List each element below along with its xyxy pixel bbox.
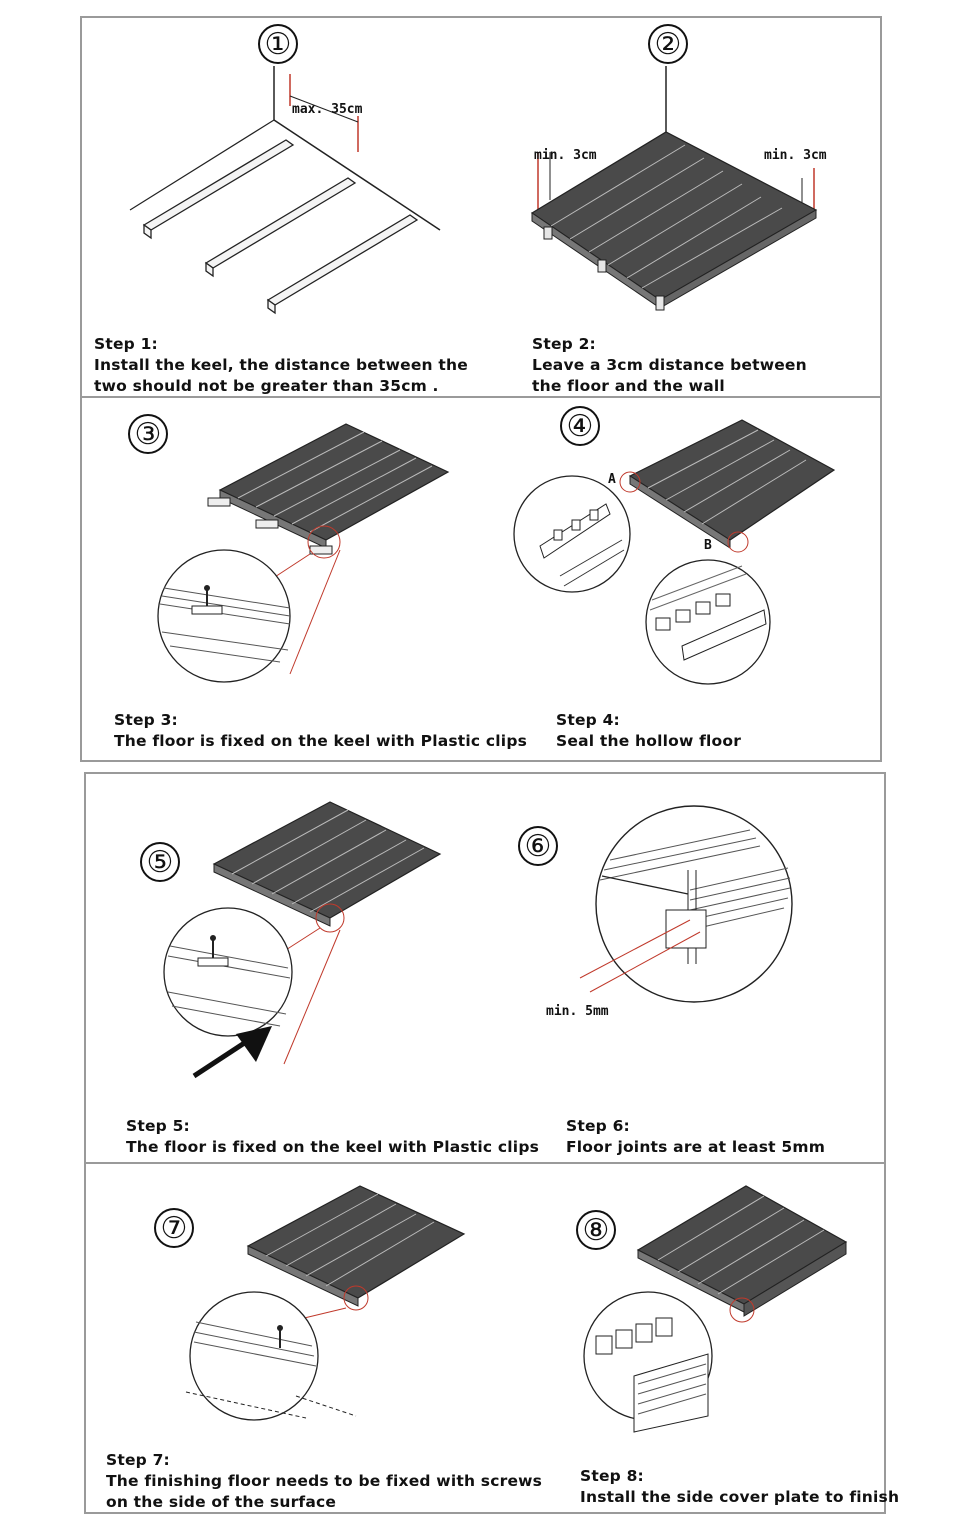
step-1-label: Step 1: [94,335,158,353]
step-7-line-1: The finishing floor needs to be fixed wi… [106,1472,543,1490]
step-2-floor-illustration [530,66,818,311]
step-7-screw-illustration [185,1185,466,1421]
step-4-number: ④ [560,406,600,446]
step-5-caption: Step 5: The floor is fixed on the keel w… [126,1116,539,1158]
step-4-seal-illustration [513,419,836,685]
step-3-label: Step 3: [114,711,178,729]
label-b: B [704,538,712,553]
step-8-cover-plate-illustration [583,1185,848,1433]
step-2-caption: Step 2: Leave a 3cm distance between the… [532,334,807,397]
step-5-clip-illustration [163,801,442,1079]
step-2-line-1: Leave a 3cm distance between [532,356,807,374]
divider-bottom [84,1162,886,1164]
step-6-number: ⑥ [518,826,558,866]
step-4-caption: Step 4: Seal the hollow floor [556,710,741,752]
step-7-caption: Step 7: The finishing floor needs to be … [106,1450,542,1513]
step-3-number: ③ [128,414,168,454]
step-1-caption: Step 1: Install the keel, the distance b… [94,334,468,397]
step-2-number: ② [648,24,688,64]
step-8-number: ⑧ [576,1210,616,1250]
step-2-line-2: the floor and the wall [532,377,725,395]
step-1-line-1: Install the keel, the distance between t… [94,356,468,374]
step-7-line-2: on the side of the surface [106,1493,337,1511]
step-8-label: Step 8: [580,1467,644,1485]
step-6-caption: Step 6: Floor joints are at least 5mm [566,1116,825,1158]
min-5mm-label: min. 5mm [546,1004,609,1019]
label-a: A [608,472,616,487]
step-2-label: Step 2: [532,335,596,353]
step-3-caption: Step 3: The floor is fixed on the keel w… [114,710,527,752]
step-5-number: ⑤ [140,842,180,882]
step-1-keel-illustration [129,66,441,315]
step-5-label: Step 5: [126,1117,190,1135]
max-35cm-label: max. 35cm [292,102,363,117]
step-3-line-1: The floor is fixed on the keel with Plas… [114,732,528,750]
step-8-caption: Step 8: Install the side cover plate to … [580,1466,899,1508]
min-3cm-right-label: min. 3cm [764,148,827,163]
step-6-line-1: Floor joints are at least 5mm [566,1138,826,1156]
step-6-label: Step 6: [566,1117,630,1135]
step-3-clip-illustration [157,423,450,683]
step-4-line-1: Seal the hollow floor [556,732,742,750]
min-3cm-left-label: min. 3cm [534,148,597,163]
step-5-line-1: The floor is fixed on the keel with Plas… [126,1138,540,1156]
divider-top [80,396,882,398]
step-7-label: Step 7: [106,1451,170,1469]
step-1-number: ① [258,24,298,64]
step-7-number: ⑦ [154,1208,194,1248]
step-4-label: Step 4: [556,711,620,729]
step-8-line-1: Install the side cover plate to finish [580,1488,900,1506]
step-1-line-2: two should not be greater than 35cm . [94,377,439,395]
step-6-joint-illustration [579,805,793,1003]
